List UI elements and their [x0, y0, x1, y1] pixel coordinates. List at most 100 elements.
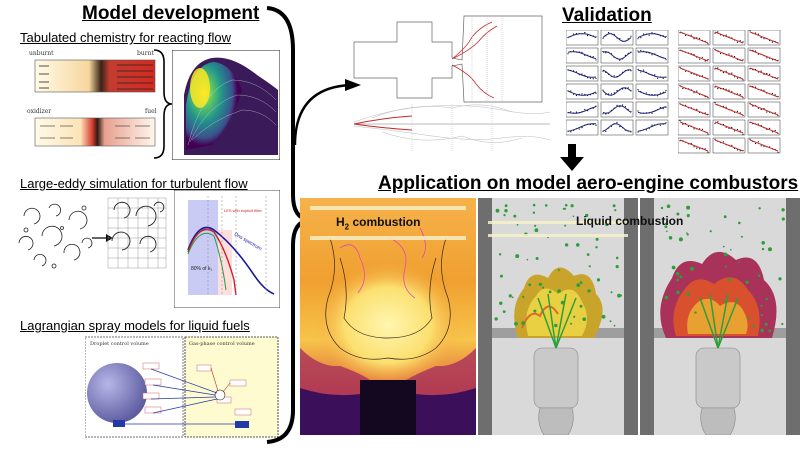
- fuel-droplet: [686, 232, 688, 234]
- validation-point: [651, 32, 653, 34]
- fuel-droplet: [686, 292, 690, 296]
- fuel-droplet: [760, 328, 764, 333]
- fuel-droplet: [573, 315, 576, 318]
- validation-point: [760, 37, 762, 39]
- validation-point: [760, 70, 762, 72]
- fuel-droplet: [745, 280, 749, 284]
- validation-curve: [567, 123, 597, 132]
- validation-point: [589, 77, 591, 79]
- validation-point: [610, 93, 612, 95]
- validation-point: [602, 113, 604, 115]
- validation-point: [613, 92, 615, 94]
- validation-point: [734, 130, 736, 132]
- label-fuel: fuel: [145, 108, 157, 115]
- validation-curve: [567, 90, 597, 96]
- tabulated-chemistry-title: Tabulated chemistry for reacting flow: [20, 30, 231, 45]
- fuel-droplet: [504, 204, 508, 208]
- spray-title: Lagrangian spray models for liquid fuels: [20, 318, 250, 333]
- validation-curve: [602, 123, 632, 132]
- validation-point: [643, 33, 645, 35]
- validation-point: [725, 106, 727, 108]
- validation-point: [581, 73, 583, 75]
- fuel-droplet: [534, 224, 537, 227]
- validation-point: [717, 87, 719, 90]
- validation-point: [699, 37, 701, 39]
- fuel-droplet: [671, 265, 676, 270]
- spectrum-filter-label: LES with explicit filter: [224, 208, 262, 213]
- validation-point: [595, 92, 597, 94]
- validation-point: [720, 52, 722, 55]
- validation-point: [651, 124, 653, 126]
- fuel-droplet: [503, 214, 506, 217]
- fuel-droplet: [781, 217, 785, 221]
- validation-point: [774, 112, 776, 114]
- validation-point: [749, 30, 751, 32]
- fuel-droplet: [615, 256, 619, 260]
- validation-point: [602, 89, 604, 91]
- validation-point: [769, 127, 771, 129]
- validation-point: [731, 126, 733, 129]
- fuel-droplet: [723, 215, 727, 219]
- fuel-droplet: [619, 294, 622, 297]
- validation-point: [637, 89, 639, 91]
- validation-point: [659, 124, 661, 126]
- validation-point: [760, 108, 762, 111]
- validation-point: [777, 77, 779, 79]
- validation-point: [587, 34, 589, 37]
- fuel-droplet: [528, 283, 532, 287]
- validation-point: [682, 123, 684, 125]
- validation-point: [696, 147, 698, 149]
- validation-point: [766, 72, 768, 75]
- validation-point: [657, 95, 659, 97]
- validation-point: [578, 128, 580, 130]
- validation-point: [731, 72, 733, 74]
- fuel-droplet: [760, 304, 763, 307]
- fuel-droplet: [508, 294, 512, 298]
- validation-point: [725, 34, 727, 36]
- validation-point: [690, 72, 692, 74]
- fuel-droplet: [532, 211, 536, 214]
- fuel-droplet: [534, 228, 539, 233]
- fuel-droplet: [495, 208, 500, 213]
- validation-subplot: [600, 65, 634, 82]
- h2-combustion-label: H2 combustion: [336, 215, 421, 232]
- validation-curve: [567, 33, 597, 38]
- validation-point: [573, 50, 575, 52]
- validation-curve: [637, 69, 667, 78]
- validation-point: [734, 76, 736, 78]
- fuel-droplet: [723, 252, 728, 257]
- fuel-droplet: [660, 206, 664, 210]
- validation-subplot: [635, 83, 669, 100]
- validation-curve: [567, 51, 597, 60]
- validation-point: [665, 89, 667, 92]
- validation-point: [637, 110, 639, 112]
- fuel-droplet: [579, 281, 583, 284]
- validation-curve: [749, 121, 779, 134]
- validation-point: [643, 69, 645, 71]
- fuel-droplet: [694, 311, 697, 314]
- validation-point: [763, 38, 765, 40]
- fuel-droplet: [557, 269, 560, 272]
- validation-point: [573, 33, 575, 35]
- validation-point: [771, 41, 773, 43]
- fuel-droplet: [666, 230, 668, 233]
- validation-curve: [714, 103, 744, 116]
- fuel-droplet: [664, 295, 669, 300]
- fuel-droplet: [588, 265, 591, 268]
- fuel-droplet: [532, 203, 536, 207]
- validation-point: [755, 86, 757, 88]
- validation-point: [624, 106, 626, 108]
- validation-curve: [749, 49, 779, 62]
- validation-point: [662, 108, 664, 110]
- fuel-droplet: [596, 278, 601, 282]
- validation-point: [696, 90, 698, 92]
- fuel-droplet: [585, 213, 589, 218]
- fuel-droplet: [764, 322, 768, 326]
- validation-point: [665, 122, 667, 124]
- fuel-droplet: [601, 314, 606, 319]
- validation-point: [592, 56, 594, 58]
- validation-point: [774, 94, 776, 96]
- fuel-droplet: [560, 300, 565, 305]
- validation-point: [624, 88, 626, 90]
- validation-point: [613, 75, 615, 77]
